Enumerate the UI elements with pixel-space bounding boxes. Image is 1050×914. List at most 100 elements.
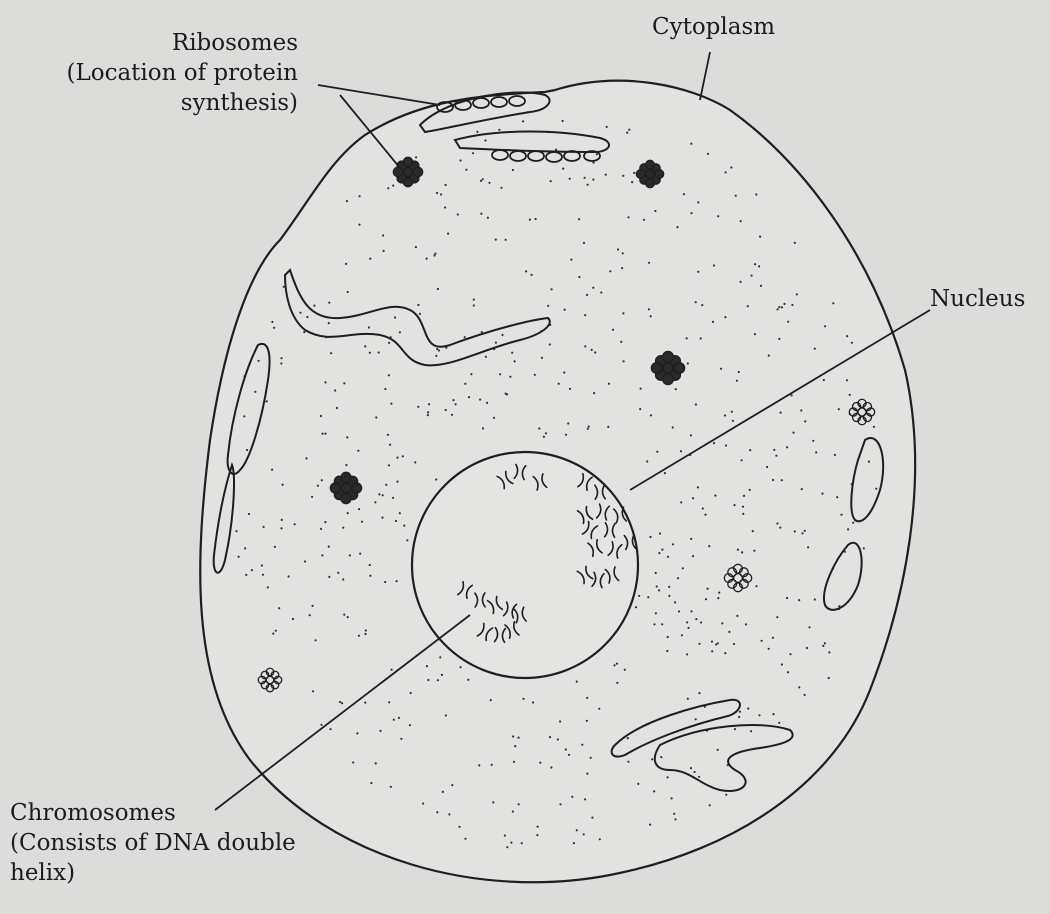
stipple-dot bbox=[568, 754, 570, 756]
stipple-dot bbox=[740, 281, 742, 283]
stipple-dot bbox=[464, 838, 466, 840]
stipple-dot bbox=[487, 217, 489, 219]
stipple-dot bbox=[573, 842, 575, 844]
stipple-dot bbox=[392, 185, 394, 187]
stipple-dot bbox=[346, 200, 348, 202]
stipple-dot bbox=[467, 679, 469, 681]
stipple-dot bbox=[678, 610, 680, 612]
stipple-dot bbox=[832, 302, 834, 304]
stipple-dot bbox=[725, 444, 727, 446]
stipple-dot bbox=[776, 616, 778, 618]
stipple-dot bbox=[329, 728, 331, 730]
stipple-dot bbox=[491, 764, 493, 766]
stipple-dot bbox=[681, 634, 683, 636]
stipple-dot bbox=[621, 267, 623, 269]
stipple-dot bbox=[637, 783, 639, 785]
stipple-dot bbox=[840, 514, 842, 516]
stipple-dot bbox=[594, 351, 596, 353]
stipple-dot bbox=[804, 420, 806, 422]
stipple-dot bbox=[358, 508, 360, 510]
stipple-dot bbox=[547, 305, 549, 307]
stipple-dot bbox=[591, 817, 593, 819]
stipple-dot bbox=[328, 302, 330, 304]
stipple-dot bbox=[569, 388, 571, 390]
stipple-dot bbox=[753, 550, 755, 552]
stipple-dot bbox=[538, 427, 540, 429]
stipple-dot bbox=[686, 621, 688, 623]
stipple-dot bbox=[261, 564, 263, 566]
stipple-dot bbox=[720, 368, 722, 370]
stipple-dot bbox=[244, 547, 246, 549]
stipple-dot bbox=[791, 304, 793, 306]
stipple-dot bbox=[551, 288, 553, 290]
stipple-dot bbox=[661, 623, 663, 625]
stipple-dot bbox=[834, 454, 836, 456]
stipple-dot bbox=[369, 352, 371, 354]
stipple-dot bbox=[600, 291, 602, 293]
stipple-dot bbox=[243, 415, 245, 417]
stipple-dot bbox=[379, 730, 381, 732]
stipple-dot bbox=[849, 394, 851, 396]
stipple-dot bbox=[698, 692, 700, 694]
stipple-dot bbox=[375, 416, 377, 418]
stipple-dot bbox=[341, 702, 343, 704]
stipple-dot bbox=[482, 427, 484, 429]
stipple-dot bbox=[437, 288, 439, 290]
stipple-dot bbox=[549, 736, 551, 738]
stipple-dot bbox=[352, 761, 354, 763]
stipple-dot bbox=[434, 253, 436, 255]
stipple-dot bbox=[846, 335, 848, 337]
stipple-dot bbox=[801, 488, 803, 490]
stipple-dot bbox=[581, 744, 583, 746]
stipple-dot bbox=[749, 449, 751, 451]
stipple-dot bbox=[522, 120, 524, 122]
stipple-dot bbox=[557, 738, 559, 740]
stipple-dot bbox=[587, 184, 589, 186]
stipple-dot bbox=[422, 803, 424, 805]
stipple-dot bbox=[807, 546, 809, 548]
stipple-dot bbox=[472, 152, 474, 154]
stipple-dot bbox=[522, 698, 524, 700]
stipple-dot bbox=[660, 756, 662, 758]
stipple-dot bbox=[569, 178, 571, 180]
stipple-dot bbox=[747, 707, 749, 709]
stipple-dot bbox=[583, 242, 585, 244]
stipple-dot bbox=[692, 555, 694, 557]
stipple-dot bbox=[342, 527, 344, 529]
stipple-dot bbox=[478, 764, 480, 766]
stipple-dot bbox=[347, 616, 349, 618]
stipple-dot bbox=[336, 407, 338, 409]
stipple-dot bbox=[698, 643, 700, 645]
stipple-dot bbox=[280, 362, 282, 364]
ribosome-granule bbox=[393, 167, 402, 176]
stipple-dot bbox=[740, 220, 742, 222]
stipple-dot bbox=[272, 633, 274, 635]
stipple-dot bbox=[480, 213, 482, 215]
stipple-dot bbox=[278, 607, 280, 609]
stipple-dot bbox=[328, 546, 330, 548]
stipple-dot bbox=[281, 519, 283, 521]
stipple-dot bbox=[798, 599, 800, 601]
stipple-dot bbox=[728, 631, 730, 633]
stipple-dot bbox=[649, 824, 651, 826]
stipple-dot bbox=[283, 286, 285, 288]
stipple-dot bbox=[358, 635, 360, 637]
stipple-dot bbox=[616, 663, 618, 665]
stipple-dot bbox=[664, 472, 666, 474]
stipple-dot bbox=[531, 274, 533, 276]
stipple-dot bbox=[374, 501, 376, 503]
ribosomes-label: Ribosomes (Location of protein synthesis… bbox=[0, 28, 298, 118]
stipple-dot bbox=[806, 647, 808, 649]
chromosomes-label: Chromosomes (Consists of DNA double heli… bbox=[10, 798, 296, 888]
stipple-dot bbox=[311, 496, 313, 498]
stipple-dot bbox=[707, 153, 709, 155]
stipple-dot bbox=[653, 623, 655, 625]
stipple-dot bbox=[464, 336, 466, 338]
stipple-dot bbox=[772, 713, 774, 715]
stipple-dot bbox=[863, 547, 865, 549]
stipple-dot bbox=[488, 182, 490, 184]
stipple-dot bbox=[441, 674, 443, 676]
stipple-dot bbox=[563, 371, 565, 373]
ribosome-granule bbox=[352, 483, 362, 493]
stipple-dot bbox=[486, 402, 488, 404]
